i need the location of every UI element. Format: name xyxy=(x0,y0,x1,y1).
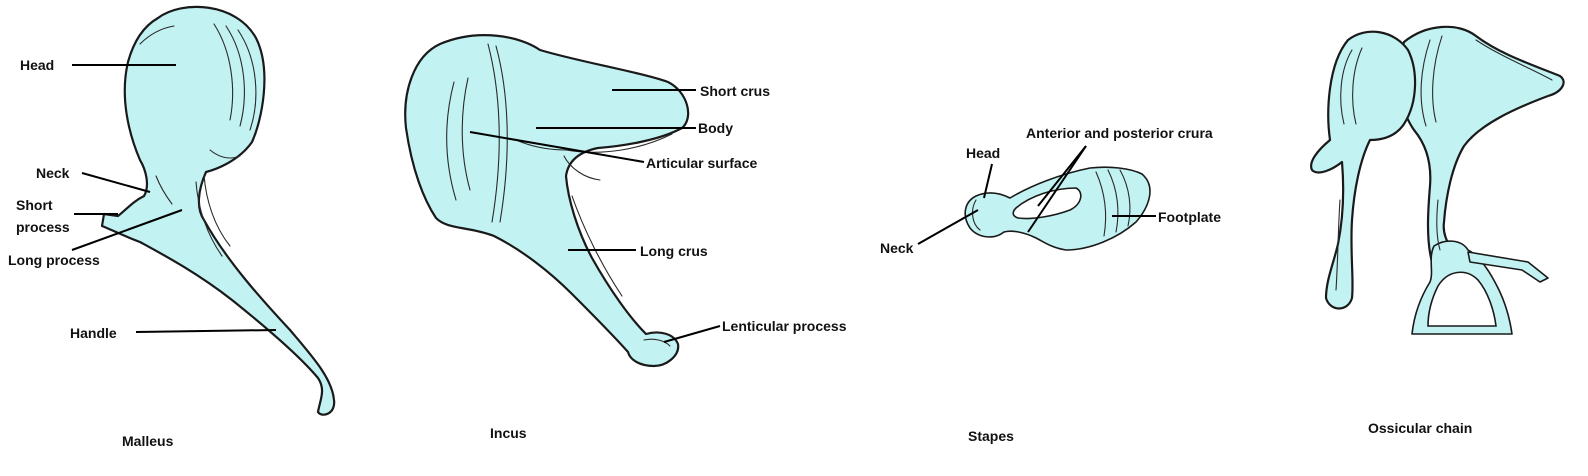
malleus-neck-leader xyxy=(81,172,151,193)
malleus-long-process-label: Long process xyxy=(8,252,100,268)
malleus-drawing xyxy=(100,5,336,416)
incus-short-crus-label: Short crus xyxy=(700,83,770,99)
chain-stapes-opening xyxy=(1427,271,1497,327)
stapes-crura-leader-1 xyxy=(1037,145,1087,207)
malleus-short-process-label-line2: process xyxy=(16,219,70,235)
ossicular-chain-caption: Ossicular chain xyxy=(1368,420,1472,436)
stapes-crura-leader-2 xyxy=(1027,145,1087,233)
incus-caption: Incus xyxy=(490,425,527,441)
incus-articular-surface-leader xyxy=(469,131,645,163)
incus-lenticular-process-label: Lenticular process xyxy=(722,318,847,334)
chain-malleus-shape xyxy=(1310,30,1417,310)
stapes-caption: Stapes xyxy=(968,428,1014,444)
stapes-head-label: Head xyxy=(966,145,1000,161)
chain-tendon xyxy=(1467,251,1549,283)
stapes-head-leader xyxy=(983,163,993,199)
malleus-neck-label: Neck xyxy=(36,165,70,181)
incus-drawing xyxy=(404,34,690,368)
stapes-neck-label: Neck xyxy=(880,240,914,256)
malleus-long-process-leader xyxy=(71,209,183,251)
malleus-short-process-label-line1: Short xyxy=(16,197,53,213)
incus-articular-surface-label: Articular surface xyxy=(646,155,757,171)
stapes-drawing xyxy=(964,166,1151,251)
stapes-neck-leader xyxy=(917,209,979,245)
malleus-caption: Malleus xyxy=(122,433,174,449)
stapes-crura-label: Anterior and posterior crura xyxy=(1026,125,1213,141)
incus-shape xyxy=(404,34,690,368)
malleus-handle-leader xyxy=(135,329,277,333)
incus-long-crus-label: Long crus xyxy=(640,243,708,259)
malleus-head-label: Head xyxy=(20,57,54,73)
malleus-handle-label: Handle xyxy=(70,325,117,341)
malleus-shape xyxy=(100,5,336,416)
incus-lenticular-process-leader xyxy=(663,325,721,343)
incus-body-label: Body xyxy=(698,120,733,136)
ossicular-chain-drawing xyxy=(1310,25,1565,335)
stapes-footplate-label: Footplate xyxy=(1158,209,1221,225)
chain-incus-shape xyxy=(1398,25,1565,266)
